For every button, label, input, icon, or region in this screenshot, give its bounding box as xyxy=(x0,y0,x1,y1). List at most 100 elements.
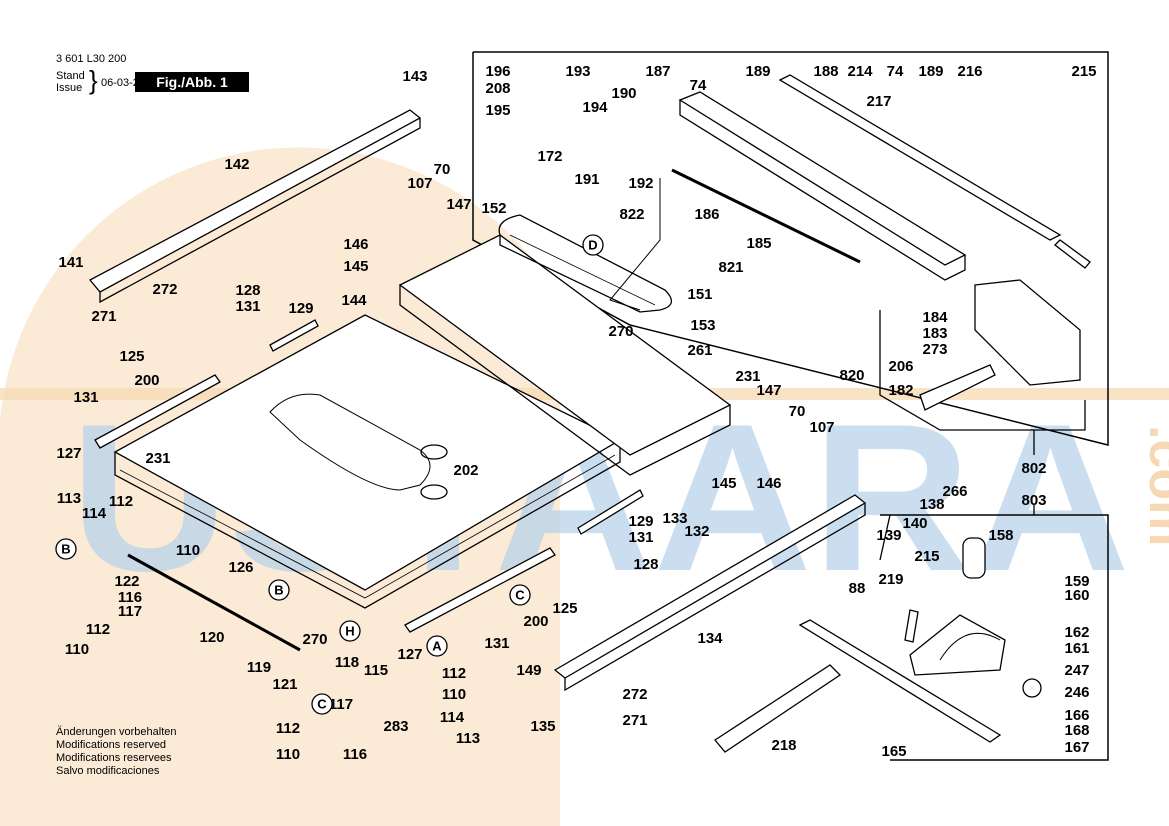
rod-186 xyxy=(671,168,861,264)
miter-gauge xyxy=(909,537,1042,698)
callout-146: 146 xyxy=(343,236,368,253)
callout-140: 140 xyxy=(902,515,927,532)
reference-marker-H: H xyxy=(339,620,361,642)
callout-142: 142 xyxy=(224,156,249,173)
callout-70: 70 xyxy=(789,403,806,420)
callout-147: 147 xyxy=(756,382,781,399)
issue-date: 06-03-21 xyxy=(101,77,146,89)
rail-215 xyxy=(778,74,1062,241)
callout-151: 151 xyxy=(687,286,712,303)
rail-129-right xyxy=(577,489,644,535)
callout-266: 266 xyxy=(942,483,967,500)
callout-131: 131 xyxy=(484,635,509,652)
callout-147: 147 xyxy=(446,196,471,213)
callout-231: 231 xyxy=(735,368,760,385)
marker-letter: B xyxy=(274,582,283,597)
callout-143: 143 xyxy=(402,68,427,85)
issue-label: Issue xyxy=(56,82,83,94)
callout-74: 74 xyxy=(690,77,707,94)
callout-70: 70 xyxy=(434,161,451,178)
callout-822: 822 xyxy=(619,206,644,223)
group-frame-822 xyxy=(472,51,1109,446)
callout-166: 166 xyxy=(1064,707,1089,724)
callout-802: 802 xyxy=(1021,460,1046,477)
callout-110: 110 xyxy=(276,746,300,763)
callout-261: 261 xyxy=(687,342,712,359)
reference-marker-C: C xyxy=(311,693,333,715)
watermark-suffix: .com xyxy=(1138,425,1169,546)
callout-231: 231 xyxy=(145,450,170,467)
callout-273: 273 xyxy=(922,341,947,358)
callout-283: 283 xyxy=(383,718,408,735)
callout-189: 189 xyxy=(918,63,943,80)
callout-133: 133 xyxy=(662,510,687,527)
callout-141: 141 xyxy=(58,254,83,271)
callout-113: 113 xyxy=(456,730,480,747)
callout-218: 218 xyxy=(771,737,796,754)
callout-206: 206 xyxy=(888,358,913,375)
callout-110: 110 xyxy=(176,542,200,559)
callout-138: 138 xyxy=(919,496,944,513)
callout-110: 110 xyxy=(442,686,466,703)
miter-bar-165 xyxy=(798,619,1002,743)
callout-107: 107 xyxy=(407,175,432,192)
callout-191: 191 xyxy=(574,171,599,188)
callout-120: 120 xyxy=(199,629,224,646)
bar-215 xyxy=(1054,239,1091,269)
rail-142 xyxy=(88,109,422,304)
callout-196: 196 xyxy=(485,63,510,80)
callout-125: 125 xyxy=(552,600,577,617)
marker-letter: C xyxy=(317,696,327,711)
callout-193: 193 xyxy=(565,63,590,80)
callout-208: 208 xyxy=(485,80,510,97)
callout-145: 145 xyxy=(343,258,368,275)
callout-132: 132 xyxy=(684,523,709,540)
callout-182: 182 xyxy=(888,382,913,399)
callout-117: 117 xyxy=(329,696,353,713)
marker-circle xyxy=(426,635,448,657)
callout-119: 119 xyxy=(247,659,271,676)
marker-circle xyxy=(509,584,531,606)
reference-marker-B: B xyxy=(55,538,77,560)
group-frame-803 xyxy=(879,514,1109,761)
callout-131: 131 xyxy=(73,389,98,406)
callout-803: 803 xyxy=(1021,492,1046,509)
marker-letter: D xyxy=(588,237,597,252)
callout-88: 88 xyxy=(849,580,866,597)
marker-letter: C xyxy=(515,587,525,602)
callout-116: 116 xyxy=(118,589,142,606)
reference-marker-A: A xyxy=(426,635,448,657)
callout-167: 167 xyxy=(1064,739,1089,756)
callout-272: 272 xyxy=(622,686,647,703)
callout-195: 195 xyxy=(485,102,510,119)
callout-158: 158 xyxy=(988,527,1013,544)
callout-821: 821 xyxy=(718,259,743,276)
bar-218 xyxy=(714,664,842,753)
note-de: Änderungen vorbehalten xyxy=(56,726,177,738)
callout-128: 128 xyxy=(235,282,260,299)
shaft-120 xyxy=(127,553,301,652)
callout-217: 217 xyxy=(866,93,891,110)
callout-185: 185 xyxy=(746,235,771,252)
callout-121: 121 xyxy=(272,676,297,693)
callout-159: 159 xyxy=(1064,573,1089,590)
callout-131: 131 xyxy=(628,529,653,546)
callout-146: 146 xyxy=(756,475,781,492)
callout-153: 153 xyxy=(690,317,715,334)
callout-129: 129 xyxy=(628,513,653,530)
marker-letter: B xyxy=(61,541,70,556)
callout-215: 215 xyxy=(1071,63,1096,80)
callout-135: 135 xyxy=(530,718,555,735)
reference-marker-D: D xyxy=(582,234,604,256)
figure-badge: Fig./Abb. 1 xyxy=(135,72,249,92)
callout-152: 152 xyxy=(481,200,506,217)
callout-122: 122 xyxy=(114,573,139,590)
callout-114: 114 xyxy=(440,709,465,726)
callout-107: 107 xyxy=(809,419,834,436)
throat-plate xyxy=(498,214,672,313)
callout-216: 216 xyxy=(957,63,982,80)
callout-118: 118 xyxy=(335,654,359,671)
stand-label: Stand xyxy=(56,70,85,82)
callout-162: 162 xyxy=(1064,624,1089,641)
callout-113: 113 xyxy=(57,490,81,507)
